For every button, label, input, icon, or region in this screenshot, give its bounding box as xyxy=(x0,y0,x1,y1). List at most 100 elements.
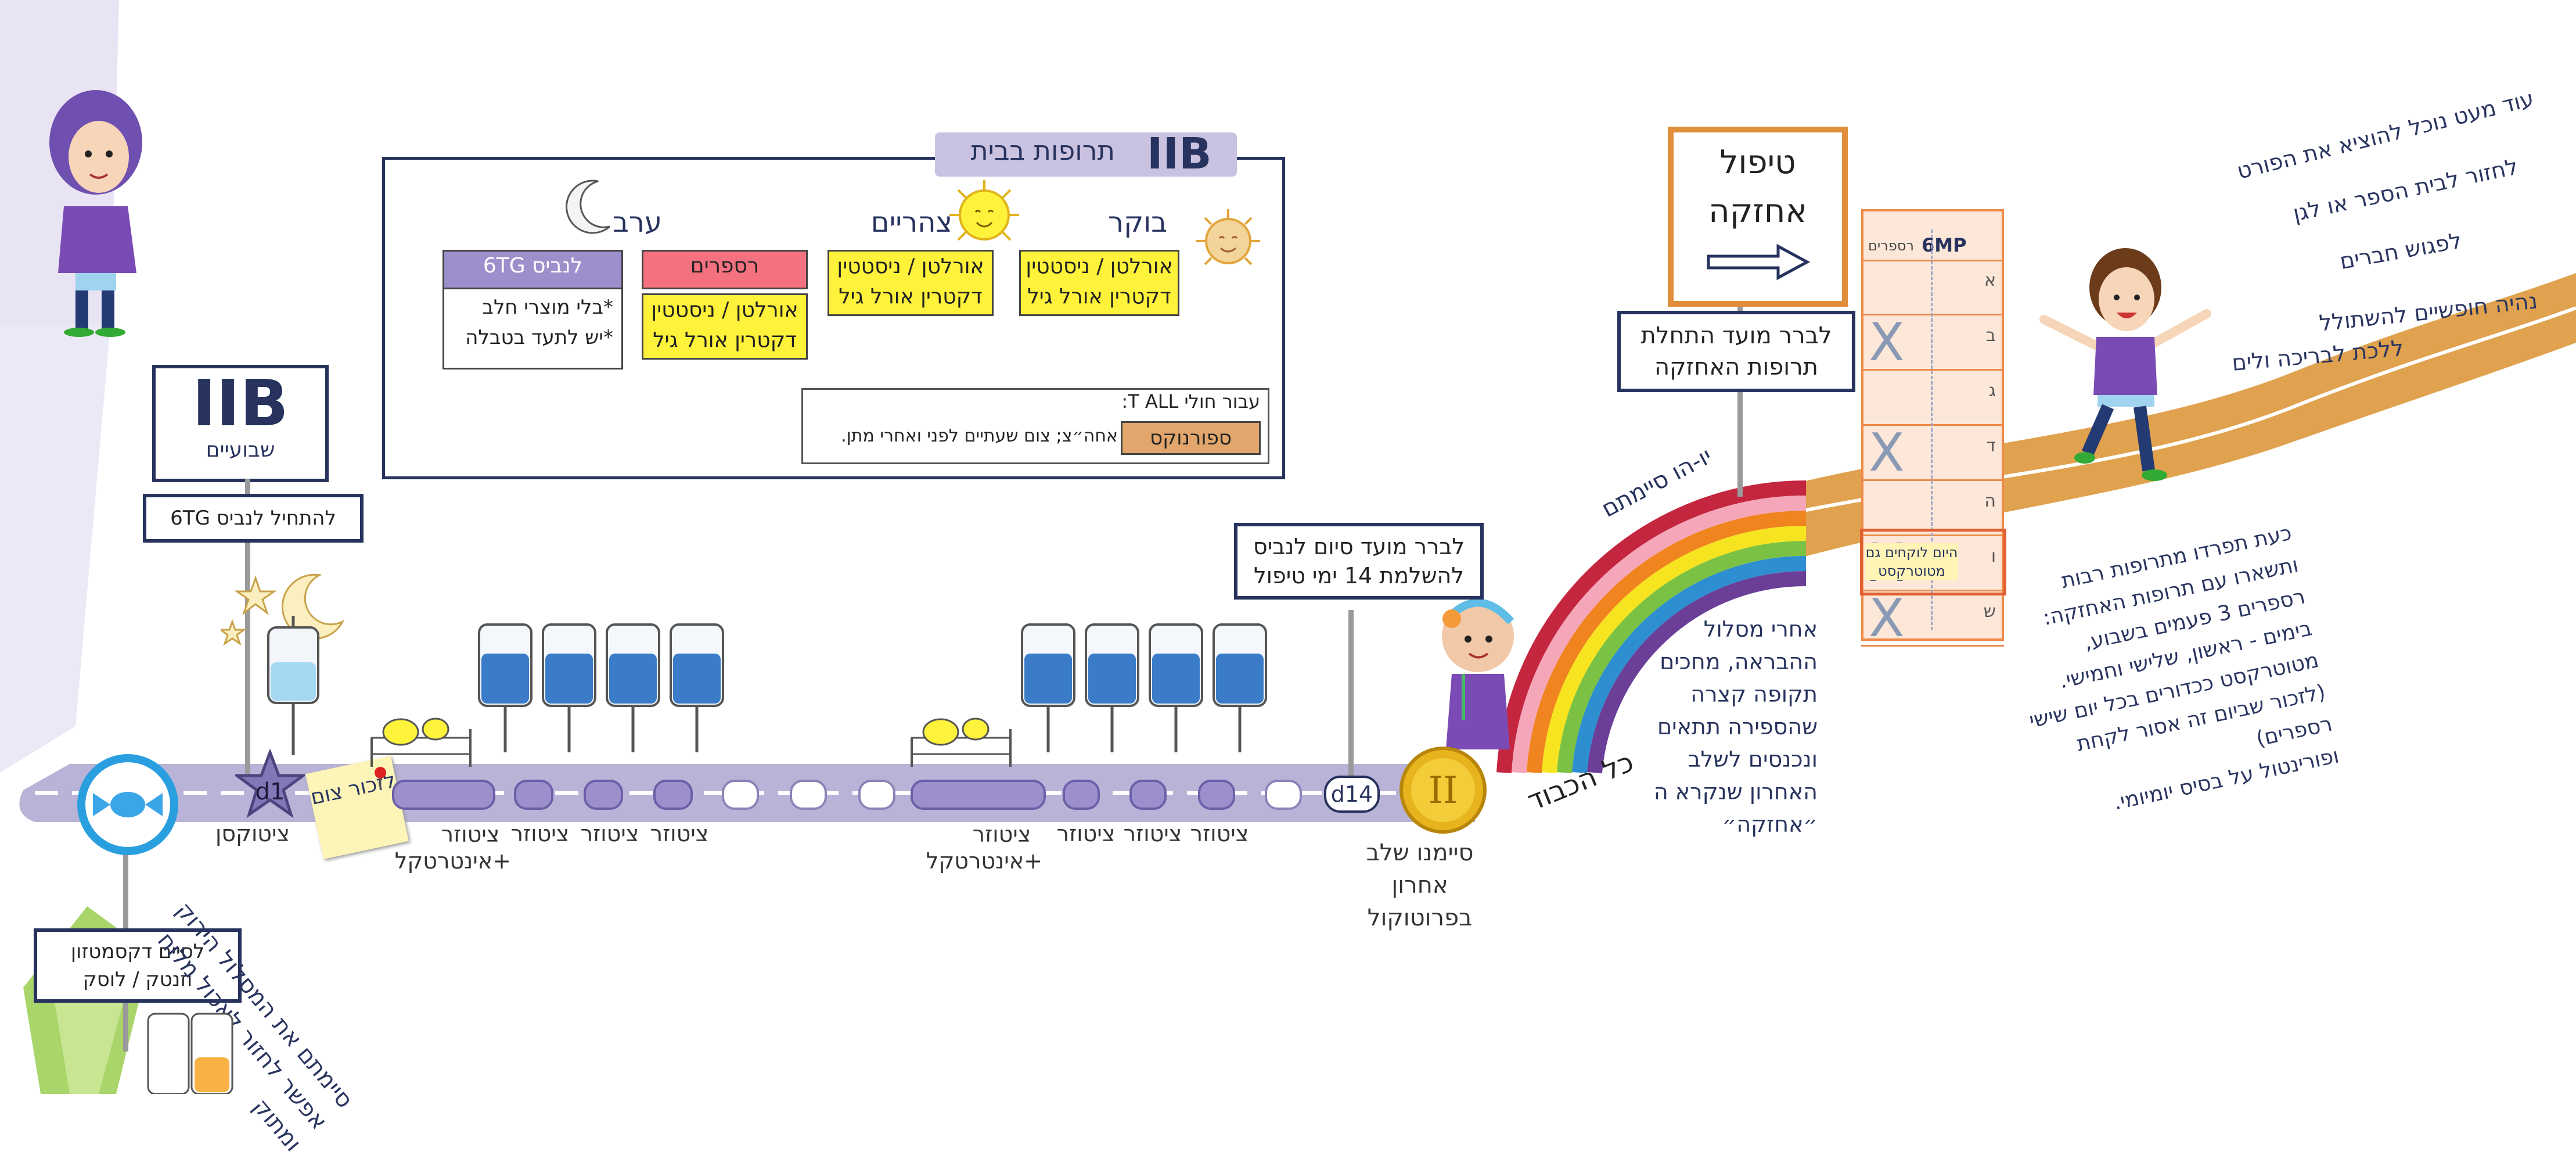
road-segment-8 xyxy=(911,780,1046,810)
dexa-end-sign: לסיים דקסמטזון וזנטק / לוסק xyxy=(34,928,242,1003)
d14-label: d14 xyxy=(1330,781,1373,807)
maintenance-pole xyxy=(1737,293,1743,497)
iib-sign-sub: שבועיים xyxy=(206,438,275,462)
kid-line-3: לפגוש חברים xyxy=(2337,227,2464,275)
evening-label: ערב xyxy=(613,206,662,239)
today-note: היום לוקחים גם מטוטרקסט xyxy=(1865,543,1958,580)
table-row: א xyxy=(1861,259,2004,315)
sun-noon-icon xyxy=(949,180,1019,241)
d1-star xyxy=(235,749,305,819)
caption-cytosar-1: ציטוזר xyxy=(510,821,570,846)
resprim-card: רספרים xyxy=(642,250,808,289)
caption-cytosar-5: ציטוזר xyxy=(1123,821,1182,846)
kid-line-4: נהיה חופשיים להשתולל xyxy=(2318,288,2539,336)
road-node-5 xyxy=(722,780,759,810)
road-node-11 xyxy=(1198,780,1235,810)
iib-sign-title: IIB xyxy=(192,366,289,440)
table-col-6mp: 6MP xyxy=(1922,234,1967,256)
table-header: 6MP רספרים xyxy=(1863,232,2002,261)
table-row: ו xyxy=(1861,534,2004,591)
road-node-10 xyxy=(1129,780,1167,810)
kid-line-5: ללכת לבריכה ולים xyxy=(2231,335,2405,376)
end-sign-pole xyxy=(1348,610,1354,776)
home-meds-title-banner xyxy=(935,132,1237,177)
medal-icon: II xyxy=(1399,747,1487,834)
svg-text:II: II xyxy=(1429,769,1458,812)
fasting-sticky-note: לזכור צום xyxy=(305,756,409,859)
tg-notes-card: *בלי מוצרי חלב *יש לתעד בטבלה xyxy=(442,288,623,369)
sporanox-note: אחה״צ; צום שעתיים לפני ואחרי מתן. xyxy=(841,426,1118,446)
road-node-9 xyxy=(1063,780,1100,810)
caption-cytosar-intra-1: ציטוזר +אינטרטקל xyxy=(394,821,511,874)
child-character-right xyxy=(2039,248,2211,481)
iv-bags-group-1 xyxy=(478,613,732,764)
moon-stars-icon xyxy=(221,573,345,646)
finished-text: סיימנו שלב אחרון בפרוטוקול xyxy=(1366,839,1474,931)
table-day-label: ה xyxy=(1984,491,1996,511)
iv-bags-group-2 xyxy=(1021,613,1275,764)
table-row: ג xyxy=(1861,369,2004,426)
child-character-top-left xyxy=(49,90,142,337)
home-meds-panel xyxy=(382,157,1285,479)
table-row: ד xyxy=(1861,424,2004,481)
caption-cytosar-2: ציטוזר xyxy=(580,821,639,846)
road-node-4 xyxy=(653,780,693,810)
sun-icon xyxy=(1196,209,1260,265)
arrow-right-icon xyxy=(1707,243,1811,281)
girl-character-rainbow xyxy=(1441,598,1514,749)
road-node-7 xyxy=(858,780,895,810)
table-day-label: ו xyxy=(1991,546,1996,566)
sporanox-card: ספורנוקס xyxy=(1121,421,1261,455)
tg-header-card: לנביס 6TG xyxy=(442,250,623,289)
table-day-label: ש xyxy=(1983,601,1996,622)
end-confirm-sign: לברר מועד סיום לנביס להשלמת 14 ימי טיפול xyxy=(1234,523,1484,600)
tg-note-2: *יש לתעד בטבלה xyxy=(465,326,613,349)
d1-label: d1 xyxy=(255,778,285,805)
caption-cytosar-3: ציטוזר xyxy=(650,821,709,846)
caption-cytosar-6: ציטוזר xyxy=(1190,821,1249,846)
road-node-3 xyxy=(584,780,623,810)
evening-drug-card: אורלטן / ניסטטין דקטרין אורל גיל xyxy=(642,293,808,360)
caption-cytosan: ציטוקסן xyxy=(215,821,290,846)
maintenance-confirm-sign: לברר מועד התחלת תרופות האחזקה xyxy=(1617,311,1855,392)
table-x-mark: X xyxy=(1869,312,1905,373)
tall-note: עבור חולי T ALL: xyxy=(1121,390,1260,412)
table-x-mark: X xyxy=(1869,588,1905,649)
noon-drug-card: אורלטן / ניסטטין דקטרין אורל גיל xyxy=(828,250,994,316)
tg-start-sign: להתחיל לנביס 6TG xyxy=(143,494,364,543)
road-node-2 xyxy=(514,780,553,810)
tall-box xyxy=(801,388,1269,464)
road-node-12 xyxy=(1265,780,1302,810)
table-column-divider xyxy=(1931,229,1933,630)
pin-icon xyxy=(375,767,386,789)
table-today-highlight xyxy=(1860,529,2006,595)
table-day-label: ג xyxy=(1988,381,1996,401)
table-row: ב xyxy=(1861,314,2004,371)
caption-cytosar-intra-2: ציטוזר +אינטרטקל xyxy=(926,821,1042,874)
iib-sign: IIB שבועיים xyxy=(152,365,329,482)
table-day-label: א xyxy=(1984,270,1996,290)
home-meds-label: IIB xyxy=(1147,129,1212,179)
iv-bag-d1 xyxy=(267,616,319,755)
table-day-label: ב xyxy=(1985,325,1996,346)
home-meds-title: תרופות בבית xyxy=(970,135,1115,166)
maintenance-sign: טיפול אחזקה xyxy=(1668,127,1848,307)
table-col-resprim: רספרים xyxy=(1868,238,1914,254)
table-x-mark: X xyxy=(1869,422,1905,483)
morning-label: בוקר xyxy=(1108,206,1167,239)
kid-line-2: לחזור לבית הספר או לגן xyxy=(2290,153,2521,227)
bed-icon-1 xyxy=(370,717,472,767)
bottom-left-bag-icon xyxy=(147,1013,233,1094)
morning-drug-card: אורלטן / ניסטטין דקטרין אורל גיל xyxy=(1019,250,1179,316)
maintenance-sign-text: טיפול אחזקה xyxy=(1708,143,1807,230)
noon-label: צהריים xyxy=(870,206,952,239)
candy-icon xyxy=(77,754,178,855)
iib-sign-pole xyxy=(245,479,250,776)
caption-cytosar-4: ציטוזר xyxy=(1056,821,1116,846)
after-recovery-text: אחרי מסלול ההבראה, מחכים תקופה קצרה שהספ… xyxy=(1653,616,1818,837)
road-segment-1 xyxy=(392,780,495,810)
d14-node: d14 xyxy=(1324,776,1380,813)
table-row: ש xyxy=(1861,590,2004,647)
bed-icon-2 xyxy=(911,717,1012,767)
moon-icon xyxy=(566,180,610,234)
